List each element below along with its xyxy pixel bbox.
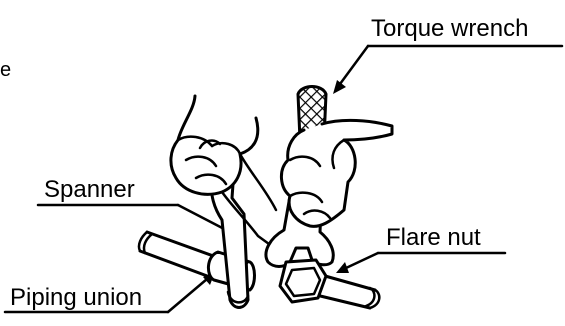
flare-nut-label: Flare nut [386, 226, 481, 250]
cropped-text-fragment: e [0, 60, 11, 80]
piping-union-label: Piping union [10, 286, 142, 310]
torque-wrench-label: Torque wrench [371, 17, 528, 41]
torque-wrench-leader [340, 46, 368, 84]
torque-wrench-arrowhead [333, 80, 346, 94]
spanner-label: Spanner [44, 178, 135, 202]
flare-nut-leader [346, 253, 378, 268]
right-hand [281, 120, 392, 226]
piping-union-leader [168, 279, 207, 312]
